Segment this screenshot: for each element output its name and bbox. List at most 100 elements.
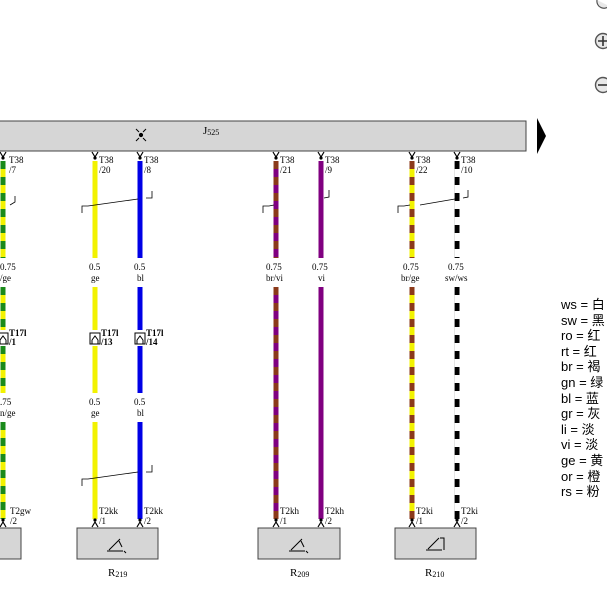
wire-w0 bbox=[0, 151, 9, 528]
gauge-label: 0.5 bbox=[89, 397, 101, 407]
connector-pin: /1 bbox=[416, 516, 423, 526]
pin-top-icon bbox=[408, 151, 416, 160]
legend-item: rt = 红 bbox=[561, 343, 597, 359]
connector-pin: /1 bbox=[8, 337, 17, 347]
color-label: ge bbox=[91, 408, 100, 418]
component-r210: R210 bbox=[394, 527, 477, 579]
pin-top-icon bbox=[136, 151, 144, 160]
legend-item: ro = 红 bbox=[561, 328, 601, 344]
pin-bottom-icon bbox=[136, 518, 144, 528]
inline-connector-icon bbox=[89, 332, 101, 345]
connector-label: T2ki bbox=[416, 506, 433, 516]
wire-w1 bbox=[89, 151, 101, 528]
pin-label: T38 bbox=[461, 155, 476, 165]
module-bar bbox=[0, 120, 527, 152]
connector-label: T2kk bbox=[99, 506, 118, 516]
pin-number: /21 bbox=[280, 165, 292, 175]
legend-item: bl = 蓝 bbox=[561, 390, 599, 406]
color-label: ge bbox=[91, 273, 100, 283]
color-label: /ge bbox=[0, 273, 11, 283]
pin-top-icon bbox=[453, 151, 461, 160]
pin-top-icon bbox=[317, 151, 325, 160]
connector-pin: /2 bbox=[325, 516, 332, 526]
wire-labels: T38 /7 0.75 /ge T17l /1 .75 n/ge T2gw /2… bbox=[0, 155, 478, 526]
color-label: sw/ws bbox=[445, 273, 468, 283]
pin-top-icon bbox=[91, 151, 99, 160]
connector-label: T17l bbox=[146, 328, 164, 338]
wire-w2 bbox=[134, 151, 146, 528]
zoom-in-icon[interactable] bbox=[594, 32, 607, 50]
connector-label: T2ki bbox=[461, 506, 478, 516]
legend-item: or = 橙 bbox=[561, 468, 601, 484]
component-partial-left bbox=[0, 527, 22, 560]
legend-item: rs = 粉 bbox=[561, 484, 600, 500]
connector-pin: /2 bbox=[144, 516, 151, 526]
pin-bottom-icon bbox=[453, 518, 461, 528]
pin-bottom-icon bbox=[272, 518, 280, 528]
zoom-out-icon[interactable] bbox=[594, 76, 607, 94]
pin-top-icon bbox=[272, 151, 280, 160]
legend-item: ge = 黄 bbox=[561, 452, 604, 468]
component-label: R209 bbox=[290, 567, 309, 579]
color-legend: ws = 白 sw = 黑 ro = 红 rt = 红 br = 褐 gn = … bbox=[561, 297, 605, 500]
inline-connector-icon bbox=[0, 332, 9, 345]
connector-pin: /2 bbox=[10, 516, 17, 526]
pin-bottom-icon bbox=[408, 518, 416, 528]
wire-w4 bbox=[317, 151, 325, 528]
sensor-symbol-icon bbox=[426, 537, 445, 551]
pin-number: /10 bbox=[461, 165, 473, 175]
pin-bottom-icon bbox=[317, 518, 325, 528]
inline-connector-icon bbox=[134, 332, 146, 345]
component-r219: R219 bbox=[76, 527, 159, 579]
connector-label: T2kk bbox=[144, 506, 163, 516]
legend-item: ws = 白 bbox=[561, 297, 605, 312]
color-label: n/ge bbox=[0, 408, 16, 418]
wire-w5 bbox=[408, 151, 416, 528]
gauge-label: 0.75 bbox=[0, 262, 16, 272]
connector-label: T17l bbox=[101, 328, 119, 338]
connector-pin: /1 bbox=[99, 516, 106, 526]
connector-pin: /1 bbox=[280, 516, 287, 526]
pin-label: T38 bbox=[99, 155, 114, 165]
pin-label: T38 bbox=[280, 155, 295, 165]
gauge-label: .75 bbox=[0, 397, 12, 407]
connector-pin: /14 bbox=[145, 337, 158, 347]
pin-label: T38 bbox=[325, 155, 340, 165]
color-label: bl bbox=[137, 408, 145, 418]
pin-number: /9 bbox=[325, 165, 333, 175]
connector-label: T2kh bbox=[280, 506, 299, 516]
module-label: J525 bbox=[203, 125, 219, 137]
pin-bottom-icon bbox=[91, 518, 99, 528]
gauge-label: 0.75 bbox=[448, 262, 464, 272]
connector-label: T2gw bbox=[10, 506, 31, 516]
gauge-label: 0.75 bbox=[266, 262, 282, 272]
pin-label: T38 bbox=[416, 155, 431, 165]
wire-w6 bbox=[453, 151, 461, 528]
color-label: vi bbox=[318, 273, 326, 283]
zoom-in-icon[interactable] bbox=[596, 0, 607, 9]
legend-item: li = 淡 bbox=[561, 421, 595, 437]
connector-label: T2kh bbox=[325, 506, 344, 516]
gauge-label: 0.5 bbox=[134, 397, 146, 407]
gauge-label: 0.75 bbox=[403, 262, 419, 272]
wire-w3 bbox=[272, 151, 280, 528]
legend-item: sw = 黑 bbox=[561, 312, 605, 328]
pin-bottom-icon bbox=[0, 518, 7, 528]
radio-waves-icon bbox=[135, 128, 147, 142]
component-label: R219 bbox=[108, 567, 127, 579]
legend-item: vi = 淡 bbox=[561, 437, 599, 453]
arrow-right-icon[interactable] bbox=[537, 118, 546, 154]
component-label: R210 bbox=[425, 567, 444, 579]
wires bbox=[0, 151, 461, 528]
color-label: br/ge bbox=[401, 273, 420, 283]
pin-label: T38 bbox=[144, 155, 159, 165]
component-r209: R209 bbox=[257, 527, 341, 579]
pin-label: T38 bbox=[9, 155, 24, 165]
gauge-label: 0.75 bbox=[312, 262, 328, 272]
gauge-label: 0.5 bbox=[89, 262, 101, 272]
legend-item: gn = 绿 bbox=[561, 374, 604, 390]
legend-item: br = 褐 bbox=[561, 359, 601, 375]
gauge-label: 0.5 bbox=[134, 262, 146, 272]
pin-number: /20 bbox=[99, 165, 111, 175]
